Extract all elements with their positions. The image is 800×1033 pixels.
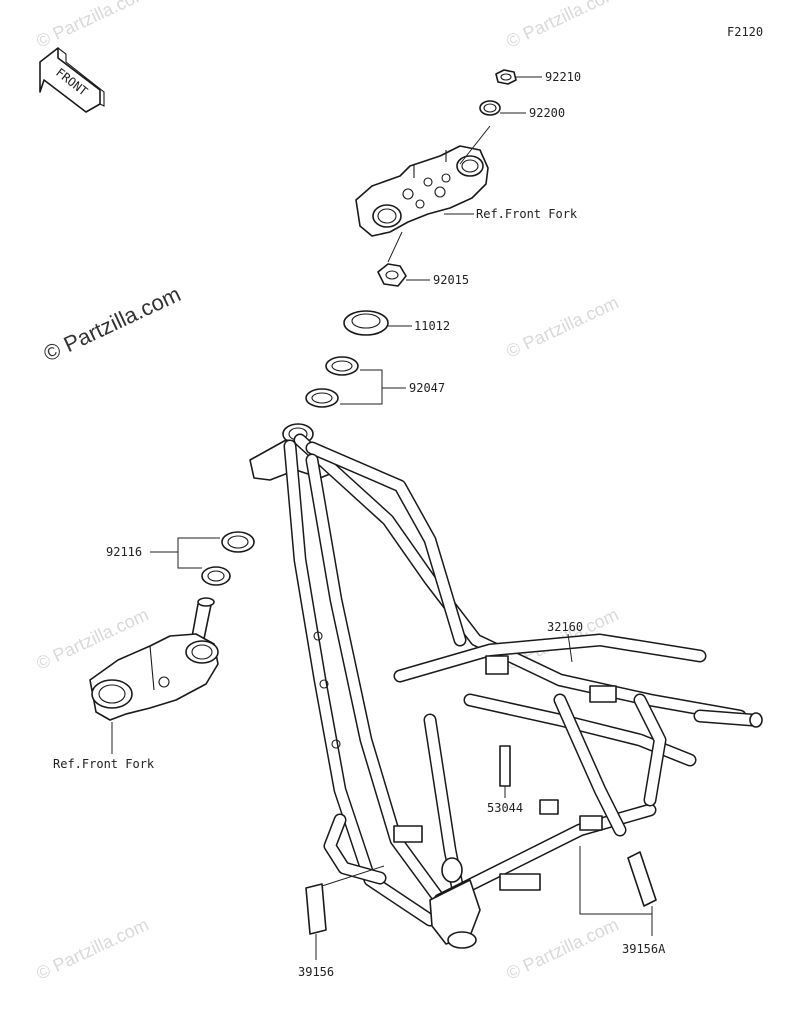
watermark-7: © Partzilla.com: [503, 914, 621, 983]
callout-lower-bracket-ref: Ref.Front Fork: [53, 757, 155, 771]
callout-left-pad: 39156: [298, 965, 334, 979]
front-arrow-icon: FRONT: [39, 47, 105, 113]
callout-upper-bracket-ref: Ref.Front Fork: [476, 207, 578, 221]
watermark-1: © Partzilla.com: [33, 0, 151, 52]
callout-nut: 92210: [545, 70, 581, 84]
callout-stem-nut: 92015: [433, 273, 469, 287]
watermark-6: © Partzilla.com: [33, 914, 151, 983]
diagram-code: F2120: [727, 25, 763, 39]
watermark-2: © Partzilla.com: [503, 0, 621, 52]
part-pad-39156[interactable]: [305, 883, 327, 935]
callout-right-pad: 39156A: [622, 942, 666, 956]
part-upper-bearing-92047[interactable]: [305, 356, 359, 408]
watermark-main: © Partzilla.com: [40, 281, 185, 366]
callout-dust-seal: 11012: [414, 319, 450, 333]
part-frame-32160[interactable]: [249, 423, 763, 949]
part-lower-bracket[interactable]: [89, 597, 219, 721]
callout-damper: 53044: [487, 801, 523, 815]
part-dust-seal-11012[interactable]: [343, 310, 389, 336]
part-washer-92200[interactable]: [479, 100, 501, 116]
callout-upper-bearing: 92047: [409, 381, 445, 395]
watermark-3: © Partzilla.com: [503, 292, 621, 361]
callout-washer: 92200: [529, 106, 565, 120]
part-lower-bearing-92116[interactable]: [201, 531, 255, 586]
part-damper-53044[interactable]: [499, 745, 511, 787]
part-upper-bracket[interactable]: [355, 145, 489, 237]
callout-frame: 32160: [547, 620, 583, 634]
part-stem-nut-92015[interactable]: [377, 263, 407, 287]
callout-lower-bearing: 92116: [106, 545, 142, 559]
part-pad-39156A[interactable]: [627, 851, 657, 907]
part-nut-92210[interactable]: [495, 69, 517, 85]
